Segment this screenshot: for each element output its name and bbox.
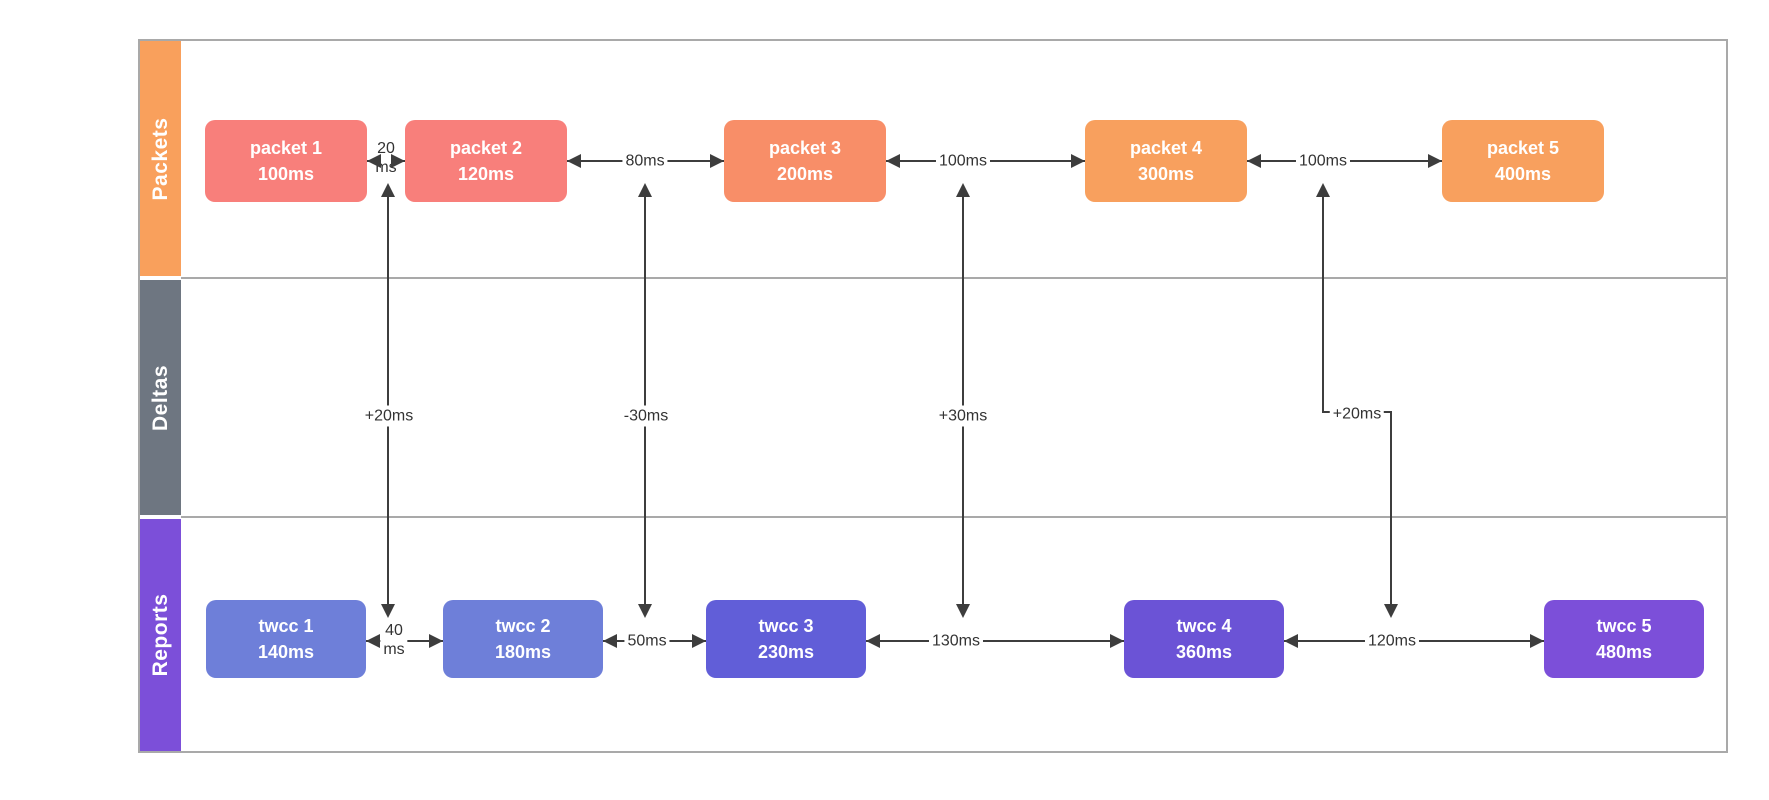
- delta-arrow-4-bottom-segment: [1390, 411, 1392, 607]
- arrowhead-right-icon: [1071, 154, 1085, 168]
- arrowhead-left-icon: [603, 634, 617, 648]
- interval-label-twcc1-twcc2: 40 ms: [380, 620, 408, 660]
- arrowhead-right-icon: [429, 634, 443, 648]
- packet-4-name: packet 4: [1129, 138, 1203, 158]
- interval-label-twcc4-twcc5: 120ms: [1364, 630, 1420, 652]
- lane-label-packets: Packets: [148, 117, 172, 200]
- interval-label-packet2-packet3: 80ms: [622, 150, 668, 172]
- arrowhead-right-icon: [1530, 634, 1544, 648]
- delta-arrow-2: [644, 186, 646, 614]
- packet-2-node: packet 2 120ms: [405, 120, 567, 202]
- arrowhead-down-icon: [638, 604, 652, 618]
- twcc-1-time: 140ms: [257, 642, 315, 662]
- packet-2-name: packet 2: [449, 138, 523, 158]
- lane-bar-deltas: Deltas: [140, 280, 181, 515]
- arrowhead-right-icon: [391, 154, 405, 168]
- delta-arrow-1: [387, 186, 389, 614]
- arrowhead-left-icon: [567, 154, 581, 168]
- arrowhead-up-icon: [638, 183, 652, 197]
- arrowhead-up-icon: [381, 183, 395, 197]
- twcc-1-name: twcc 1: [258, 616, 314, 636]
- twcc-2-name: twcc 2: [495, 616, 551, 636]
- twcc-4-node: twcc 4 360ms: [1124, 600, 1284, 678]
- arrowhead-down-icon: [1384, 604, 1398, 618]
- twcc-4-time: 360ms: [1175, 642, 1233, 662]
- lane-divider-deltas-reports: [181, 516, 1726, 518]
- arrowhead-up-icon: [1316, 183, 1330, 197]
- twcc-5-name: twcc 5: [1596, 616, 1652, 636]
- packet-3-name: packet 3: [768, 138, 842, 158]
- packet-3-time: 200ms: [776, 164, 834, 184]
- interval-label-twcc2-twcc3: 50ms: [624, 630, 670, 652]
- twcc-2-node: twcc 2 180ms: [443, 600, 603, 678]
- delta-label-2: -30ms: [620, 405, 672, 427]
- arrowhead-right-icon: [710, 154, 724, 168]
- twcc-4-name: twcc 4: [1176, 616, 1232, 636]
- arrowhead-left-icon: [866, 634, 880, 648]
- lane-bar-reports: Reports: [140, 519, 181, 751]
- lane-divider-packets-deltas: [181, 277, 1726, 279]
- packet-4-time: 300ms: [1137, 164, 1195, 184]
- packet-5-name: packet 5: [1486, 138, 1560, 158]
- packet-2-time: 120ms: [457, 164, 515, 184]
- arrowhead-left-icon: [367, 154, 381, 168]
- arrowhead-right-icon: [1428, 154, 1442, 168]
- interval-label-twcc3-twcc4: 130ms: [928, 630, 984, 652]
- twcc-1-node: twcc 1 140ms: [206, 600, 366, 678]
- arrowhead-left-icon: [366, 634, 380, 648]
- arrowhead-left-icon: [1247, 154, 1261, 168]
- arrowhead-right-icon: [692, 634, 706, 648]
- twcc-5-node: twcc 5 480ms: [1544, 600, 1704, 678]
- arrowhead-left-icon: [1284, 634, 1298, 648]
- twcc-5-time: 480ms: [1595, 642, 1653, 662]
- interval-label-packet4-packet5: 100ms: [1295, 150, 1351, 172]
- twcc-3-name: twcc 3: [758, 616, 814, 636]
- packet-4-node: packet 4 300ms: [1085, 120, 1247, 202]
- twcc-2-time: 180ms: [494, 642, 552, 662]
- packet-5-node: packet 5 400ms: [1442, 120, 1604, 202]
- arrowhead-left-icon: [886, 154, 900, 168]
- lane-bar-packets: Packets: [140, 41, 181, 276]
- arrowhead-up-icon: [956, 183, 970, 197]
- packet-1-node: packet 1 100ms: [205, 120, 367, 202]
- arrowhead-down-icon: [956, 604, 970, 618]
- packet-1-time: 100ms: [257, 164, 315, 184]
- packet-3-node: packet 3 200ms: [724, 120, 886, 202]
- delta-label-4: +20ms: [1329, 403, 1385, 425]
- delta-label-3: +30ms: [935, 405, 991, 427]
- delta-arrow-4-top-segment: [1322, 186, 1324, 412]
- arrowhead-right-icon: [1110, 634, 1124, 648]
- interval-label-packet3-packet4: 100ms: [935, 150, 991, 172]
- arrow-twcc3-twcc4: [866, 640, 1124, 642]
- packet-5-time: 400ms: [1494, 164, 1552, 184]
- lane-label-reports: Reports: [148, 593, 172, 677]
- packet-1-name: packet 1: [249, 138, 323, 158]
- delta-label-1: +20ms: [361, 405, 417, 427]
- lane-label-deltas: Deltas: [148, 364, 172, 431]
- twcc-3-node: twcc 3 230ms: [706, 600, 866, 678]
- twcc-3-time: 230ms: [757, 642, 815, 662]
- delta-arrow-3: [962, 186, 964, 614]
- arrowhead-down-icon: [381, 604, 395, 618]
